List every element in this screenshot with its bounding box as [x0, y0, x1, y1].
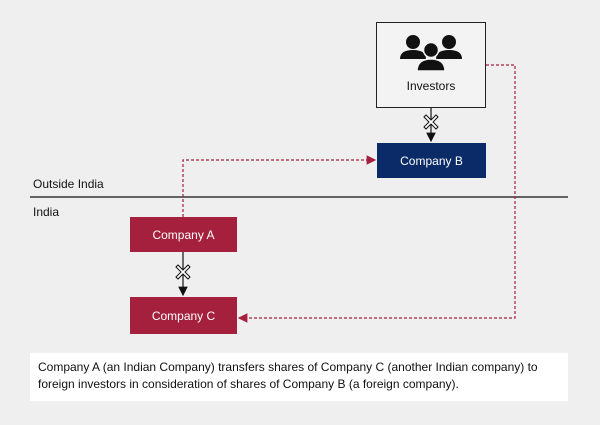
company-b-label: Company B	[400, 153, 463, 168]
caption: Company A (an Indian Company) transfers …	[30, 353, 568, 401]
company-a-node: Company A	[130, 217, 237, 252]
dashed-arrow-investors-to-c	[237, 64, 516, 323]
investors-node: Investors	[376, 22, 486, 108]
cross-icon	[175, 264, 191, 280]
company-a-label: Company A	[152, 227, 215, 242]
company-b-node: Company B	[377, 143, 486, 178]
investors-label: Investors	[406, 79, 456, 93]
people-icon	[400, 35, 462, 72]
india-label: India	[33, 205, 60, 219]
outside-india-label: Outside India	[33, 177, 104, 191]
company-c-node: Company C	[130, 297, 237, 334]
cross-icon	[423, 114, 439, 130]
dashed-arrow-a-to-b	[182, 155, 377, 217]
company-c-label: Company C	[151, 308, 216, 323]
